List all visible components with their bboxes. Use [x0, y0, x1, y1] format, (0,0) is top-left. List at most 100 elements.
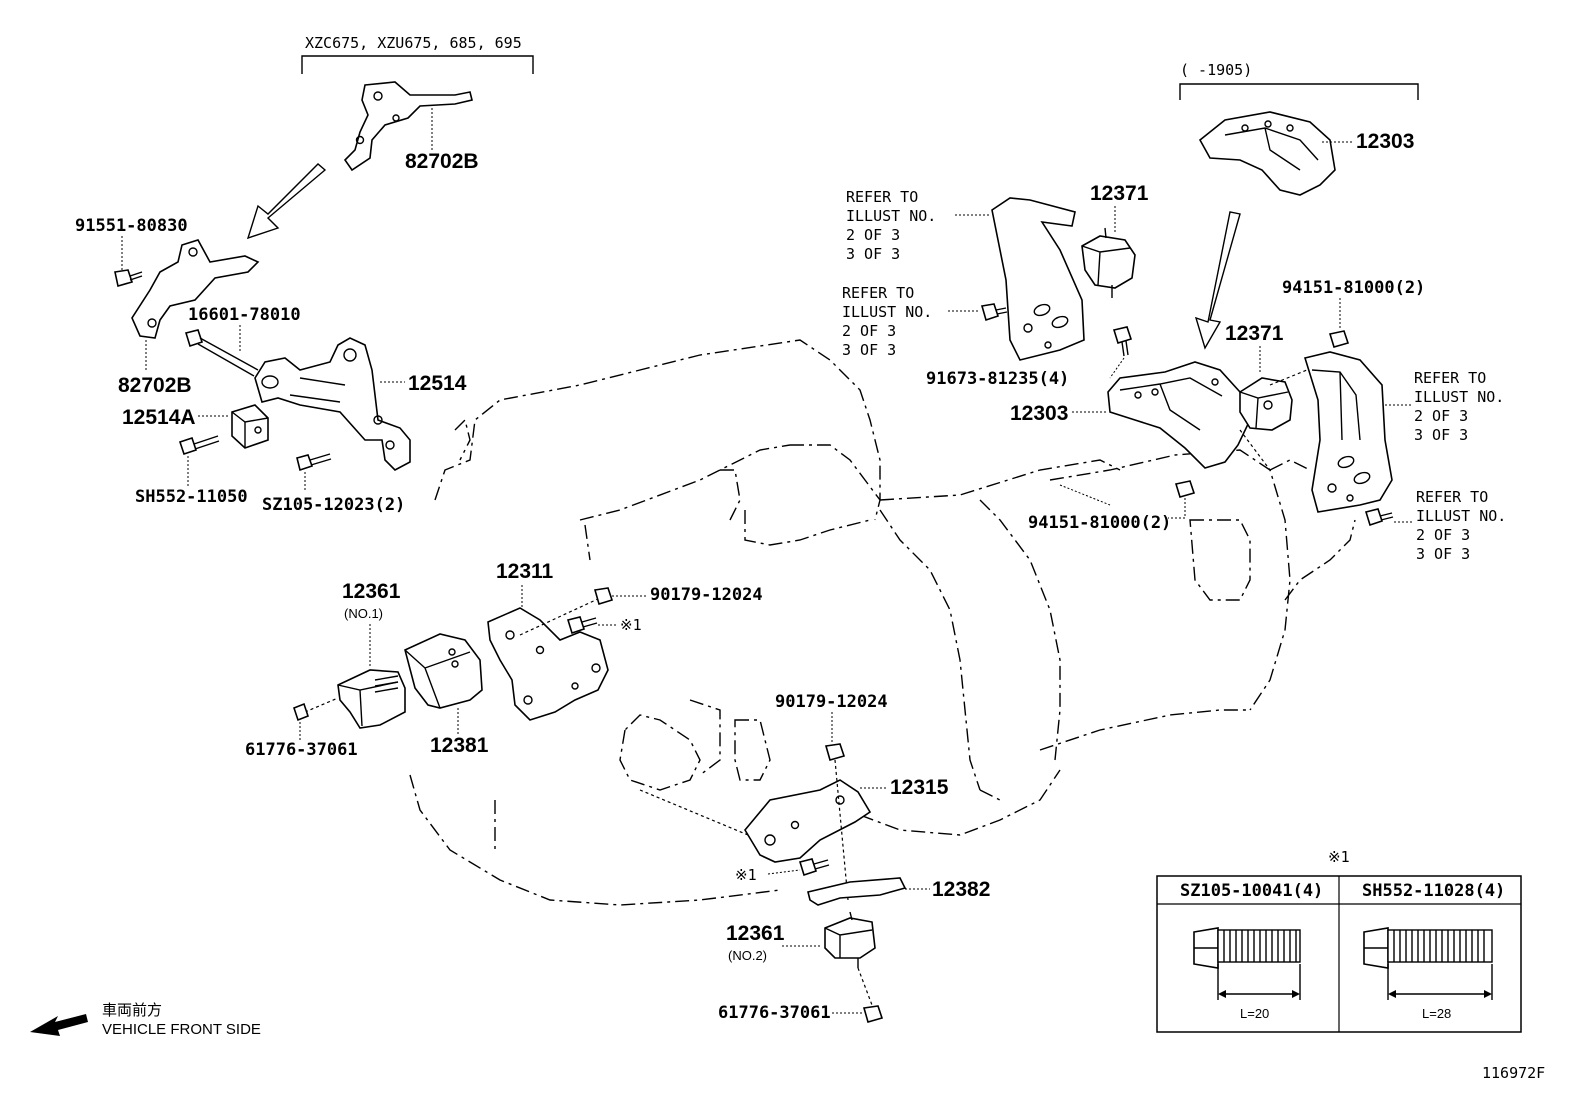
bolt-table-len2: L=28: [1422, 1006, 1451, 1021]
front-mount-group: 12361 (NO.1) 61776-37061 12381 12311 901…: [245, 560, 763, 760]
bolt-mark1-a-icon: [566, 616, 586, 635]
insulator-12371-upper: [1081, 235, 1136, 289]
part-label-91673: 91673-81235(4): [926, 369, 1069, 389]
bolt-sh552-11028-icon: [1363, 927, 1493, 1000]
part-label-12514: 12514: [408, 372, 467, 395]
svg-text:3 OF 3: 3 OF 3: [1414, 426, 1468, 444]
part-label-12514a: 12514A: [122, 406, 196, 429]
bolt-mark1-b-icon: [798, 858, 818, 877]
svg-text:2 OF 3: 2 OF 3: [1416, 526, 1470, 544]
diagram-id: 116972F: [1482, 1064, 1545, 1082]
part-label-12381: 12381: [430, 734, 489, 757]
assembly-arrow-down: [1194, 211, 1241, 350]
bolt-sz105-10041-icon: [1193, 927, 1301, 1000]
part-label-12361: 12361: [342, 580, 401, 603]
svg-text:ILLUST NO.: ILLUST NO.: [1414, 388, 1504, 406]
svg-text:3 OF 3: 3 OF 3: [842, 341, 896, 359]
part-label-12315: 12315: [890, 776, 949, 799]
bolt-table-mark: ※1: [1328, 848, 1350, 866]
bolt-sh552-icon: [178, 436, 198, 456]
svg-text:ILLUST NO.: ILLUST NO.: [842, 303, 932, 321]
nut-61776-icon: [293, 702, 309, 722]
frame-bracket-right: [1303, 351, 1393, 513]
top-bracket-group: XZC675, XZU675, 685, 695 82702B 91551-80…: [75, 34, 534, 515]
part-label-94151-a: 94151-81000(2): [1282, 278, 1425, 298]
part-label-12371-b: 12371: [1225, 322, 1284, 345]
bolt-table-col2: SH552-11028(4): [1362, 881, 1505, 901]
bolt-table-col1: SZ105-10041(4): [1180, 881, 1323, 901]
part-label-12311: 12311: [496, 560, 554, 583]
part-label-12382: 12382: [932, 878, 990, 901]
part-label-12303-top: 12303: [1356, 130, 1414, 153]
nut-61776-b-icon: [862, 1005, 884, 1023]
bolt-91551-icon: [114, 269, 134, 288]
insulator-12361-no1: [337, 669, 406, 729]
engine-phantom-outline: [409, 339, 1356, 906]
svg-text:2 OF 3: 2 OF 3: [842, 322, 896, 340]
bolt-91673-icon: [1112, 326, 1133, 344]
mark-label-1-a: ※1: [620, 616, 642, 634]
refer-block-d: REFER TO ILLUST NO. 2 OF 3 3 OF 3: [1394, 488, 1506, 563]
svg-text:REFER TO: REFER TO: [846, 188, 918, 206]
assembly-arrow-left: [246, 163, 327, 240]
lower-mount-group: 90179-12024 12315 ※1 12382 12361 (NO.2) …: [619, 692, 990, 1023]
front-side-jp: 車両前方: [102, 1001, 162, 1019]
part-label-12361-no1: (NO.1): [344, 606, 383, 621]
nut-90179-a-icon: [593, 587, 614, 606]
rear-mount-group: ( -1905) 12303 REFER TO ILLUST NO. 2 OF …: [842, 61, 1506, 563]
svg-text:REFER TO: REFER TO: [1416, 488, 1488, 506]
vehicle-front-indicator: 車両前方 VEHICLE FRONT SIDE: [30, 1001, 261, 1038]
crossmember-12303: [1107, 361, 1251, 469]
frame-bracket-left: [991, 197, 1085, 361]
bracket-12514: [254, 337, 411, 471]
nut-90179-b-icon: [824, 743, 846, 761]
bracket-12315: [744, 779, 872, 863]
svg-text:REFER TO: REFER TO: [842, 284, 914, 302]
part-label-91551: 91551-80830: [75, 216, 188, 236]
nut-94151-a-icon: [1328, 330, 1350, 348]
part-label-12361-no2: (NO.2): [728, 948, 767, 963]
svg-text:REFER TO: REFER TO: [1414, 369, 1486, 387]
spacer-12514a: [231, 404, 269, 449]
bolt-frame-left-icon: [980, 303, 1000, 322]
insulator-12371-lower: [1239, 377, 1293, 431]
svg-text:3 OF 3: 3 OF 3: [1416, 545, 1470, 563]
model-range-label: XZC675, XZU675, 685, 695: [305, 34, 522, 52]
part-label-90179-a: 90179-12024: [650, 585, 763, 605]
part-label-90179-b: 90179-12024: [775, 692, 888, 712]
bracket-12311: [487, 607, 609, 721]
part-label-82702b: 82702B: [118, 374, 192, 397]
part-label-82702b-top: 82702B: [405, 150, 479, 173]
bracket-82702b-lower: [131, 239, 260, 339]
refer-block-b: REFER TO ILLUST NO. 2 OF 3 3 OF 3: [842, 284, 980, 359]
refer-block-c: REFER TO ILLUST NO. 2 OF 3 3 OF 3: [1385, 369, 1504, 444]
insulator-12381: [404, 633, 483, 709]
svg-text:2 OF 3: 2 OF 3: [1414, 407, 1468, 425]
front-side-en: VEHICLE FRONT SIDE: [102, 1021, 261, 1038]
part-label-94151-b: 94151-81000(2): [1028, 513, 1171, 533]
svg-text:ILLUST NO.: ILLUST NO.: [1416, 507, 1506, 525]
svg-text:3 OF 3: 3 OF 3: [846, 245, 900, 263]
mark-label-1-b: ※1: [735, 866, 757, 884]
bolt-table-len1: L=20: [1240, 1006, 1269, 1021]
part-label-12361-b: 12361: [726, 922, 785, 945]
bracket-82702b-upper: [343, 81, 473, 172]
bolt-table: ※1 SZ105-10041(4) SH552-11028(4) L=20 L=…: [1156, 848, 1522, 1033]
crossmember-12303-upper: [1198, 111, 1336, 196]
part-label-61776-a: 61776-37061: [245, 740, 358, 760]
part-label-61776-b: 61776-37061: [718, 1003, 831, 1023]
svg-text:ILLUST NO.: ILLUST NO.: [846, 207, 936, 225]
part-label-sh552: SH552-11050: [135, 487, 248, 507]
refer-block-a: REFER TO ILLUST NO. 2 OF 3 3 OF 3: [846, 188, 990, 263]
part-label-16601: 16601-78010: [188, 305, 301, 325]
cover-12382: [807, 877, 907, 906]
bolt-frame-right-icon: [1364, 508, 1384, 527]
insulator-12361-no2: [824, 917, 876, 959]
front-arrow-icon: [30, 1014, 88, 1036]
long-bolt-16601-icon: [184, 329, 204, 348]
part-label-sz105: SZ105-12023(2): [262, 495, 405, 515]
date-range-bracket: [1179, 83, 1419, 100]
model-range-bracket: [301, 55, 534, 74]
svg-text:2 OF 3: 2 OF 3: [846, 226, 900, 244]
